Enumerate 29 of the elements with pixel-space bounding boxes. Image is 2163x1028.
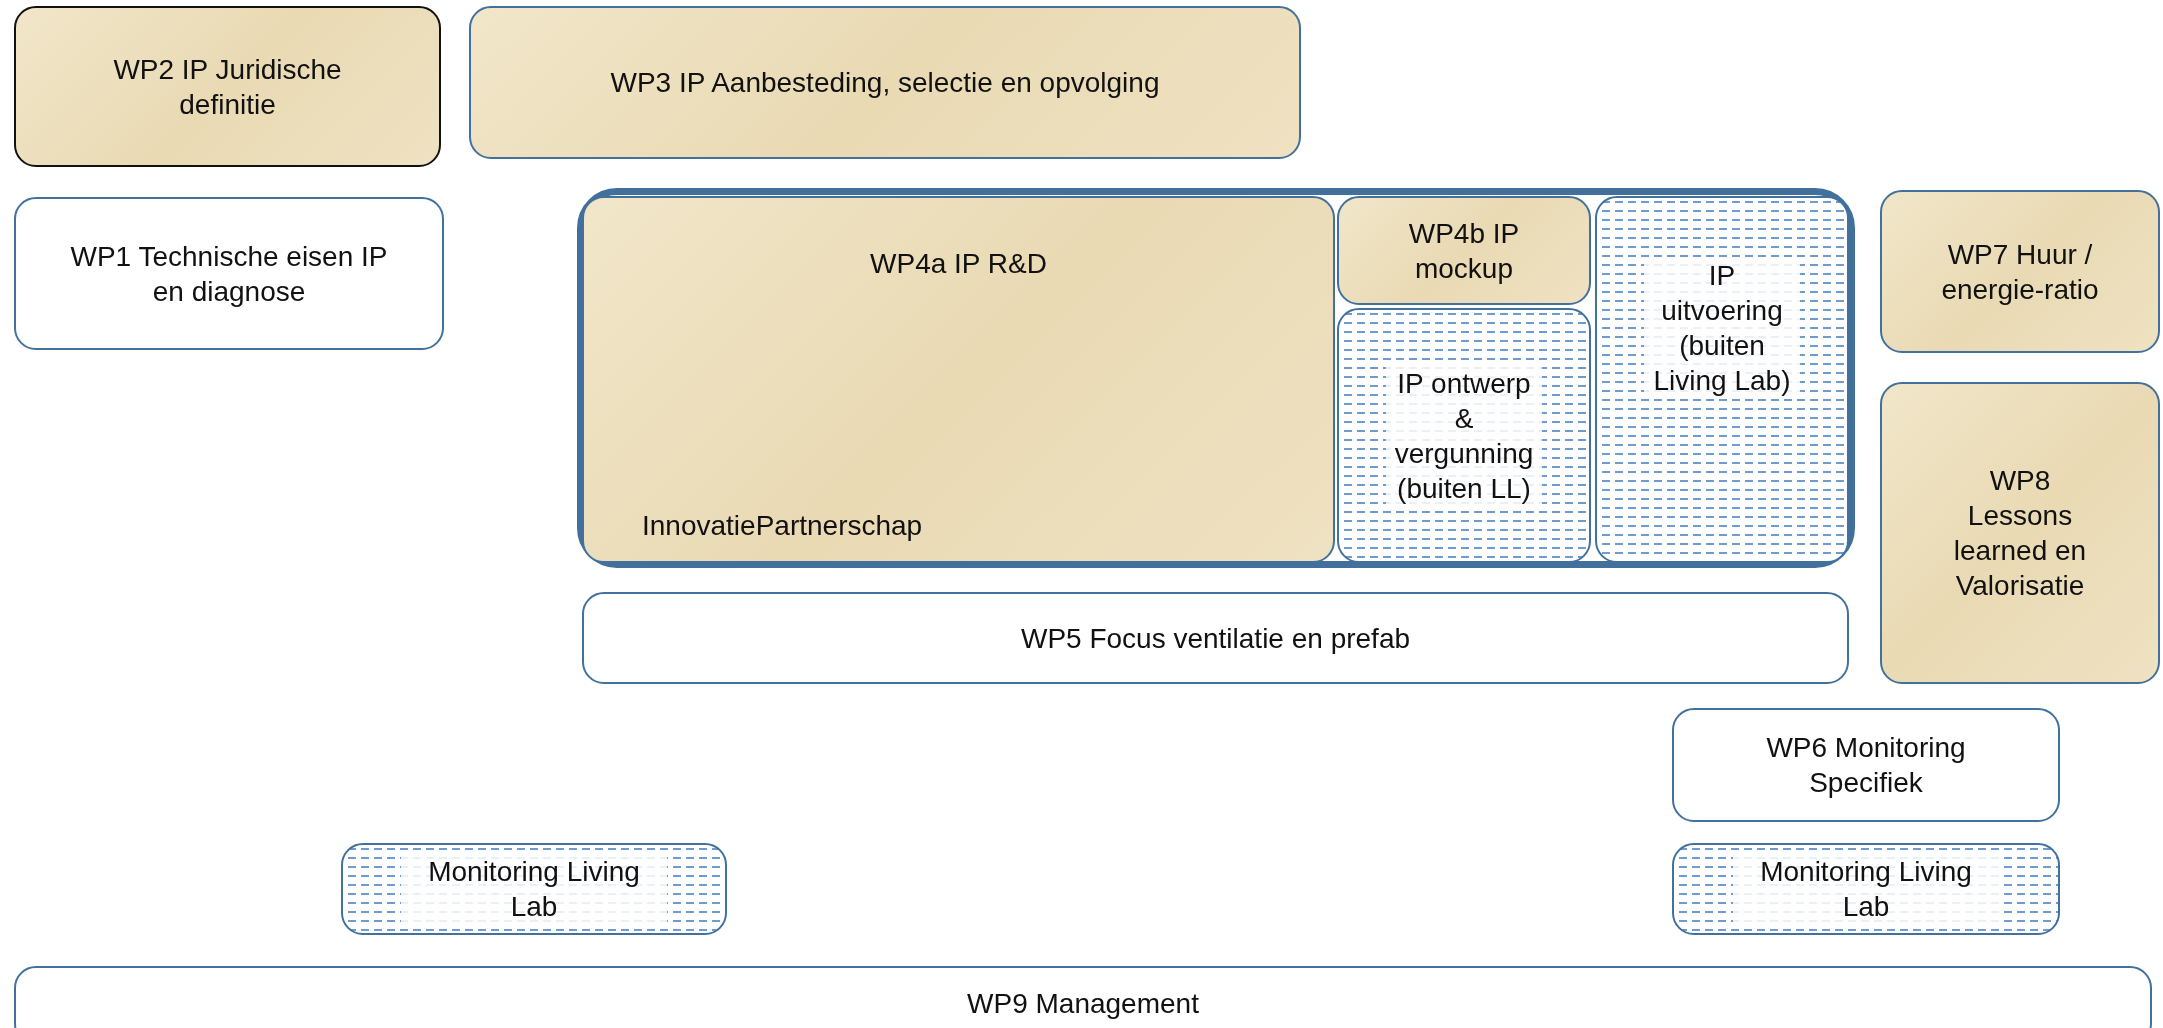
work-package-box <box>1672 708 2060 822</box>
package-label: WP4a IP R&D <box>870 247 1047 281</box>
living-lab-box <box>1595 196 1849 563</box>
work-package-box <box>582 592 1849 684</box>
partnership-container <box>577 188 1855 568</box>
work-package-box <box>14 6 441 167</box>
package-label: WP6 Monitoring Specifiek <box>1765 731 1967 800</box>
package-label: WP5 Focus ventilatie en prefab <box>1020 621 1411 656</box>
work-package-box <box>14 197 444 350</box>
package-label: IP ontwerp & vergunning (buiten LL) <box>1386 365 1542 506</box>
work-package-box <box>1337 196 1591 305</box>
package-label: Monitoring Living Lab <box>401 854 667 924</box>
work-package-box <box>469 6 1301 159</box>
work-package-box <box>1880 382 2160 684</box>
package-label: Monitoring Living Lab <box>1733 854 1999 924</box>
group-label: InnovatiePartnerschap <box>642 509 923 543</box>
package-label: WP7 Huur / energie-ratio <box>1940 237 2100 307</box>
package-label: WP8 Lessons learned en Valorisatie <box>1952 464 2088 603</box>
package-label: WP9 Management <box>967 987 1199 1021</box>
package-label: WP4b IP mockup <box>1407 216 1521 286</box>
work-package-box <box>1880 190 2160 353</box>
package-label: WP3 IP Aanbesteding, selectie en opvolging <box>610 66 1160 100</box>
living-lab-box <box>1672 843 2060 935</box>
living-lab-box <box>1337 308 1591 563</box>
living-lab-box <box>341 843 727 935</box>
work-package-box <box>14 966 2152 1028</box>
package-label: WP2 IP Juridische definitie <box>112 52 343 122</box>
work-package-box <box>582 196 1335 563</box>
package-label: WP1 Technische eisen IP en diagnose <box>69 239 389 309</box>
